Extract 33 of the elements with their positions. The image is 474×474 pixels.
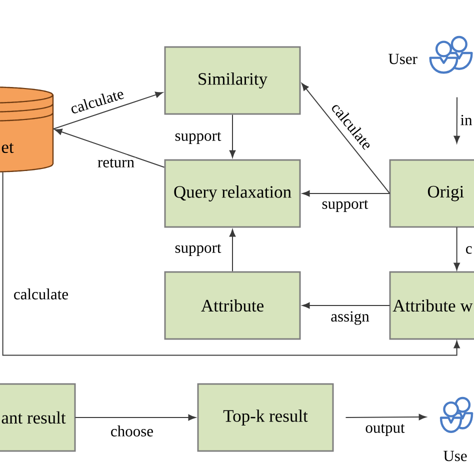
process-box: Similarity xyxy=(164,46,301,115)
edge-label: output xyxy=(364,423,406,438)
arrow xyxy=(302,190,390,197)
arrow xyxy=(302,83,390,194)
arrow xyxy=(52,92,163,130)
process-box: ant result xyxy=(0,383,76,452)
edge-label: c xyxy=(464,245,474,255)
edge-label: calculate xyxy=(12,288,70,300)
arrow xyxy=(302,302,390,309)
arrow xyxy=(2,172,460,356)
edge-label: return xyxy=(96,158,136,168)
arrow xyxy=(454,226,460,270)
process-box: Query relaxation xyxy=(164,159,301,228)
edge-label: choose xyxy=(109,424,155,438)
edge-label: support xyxy=(320,199,370,214)
process-box: Attribute w xyxy=(389,271,474,340)
arrow xyxy=(74,414,196,421)
process-box: Attribute xyxy=(164,271,301,340)
arrow xyxy=(345,414,426,420)
edge-label: calculate xyxy=(68,86,126,116)
arrow xyxy=(229,229,236,272)
process-box: Origi xyxy=(389,159,474,228)
edge-label: support xyxy=(174,243,222,258)
database-cylinder: et xyxy=(0,86,54,172)
process-box: Top-k result xyxy=(197,383,334,452)
arrow xyxy=(454,96,460,144)
edge-label: in xyxy=(459,114,474,126)
arrow xyxy=(229,114,236,158)
caption-text: User xyxy=(388,54,418,64)
edge-label: assign xyxy=(330,310,370,326)
edge-label: support xyxy=(174,131,222,146)
arrow xyxy=(54,128,165,168)
caption-text: Use xyxy=(444,450,467,462)
